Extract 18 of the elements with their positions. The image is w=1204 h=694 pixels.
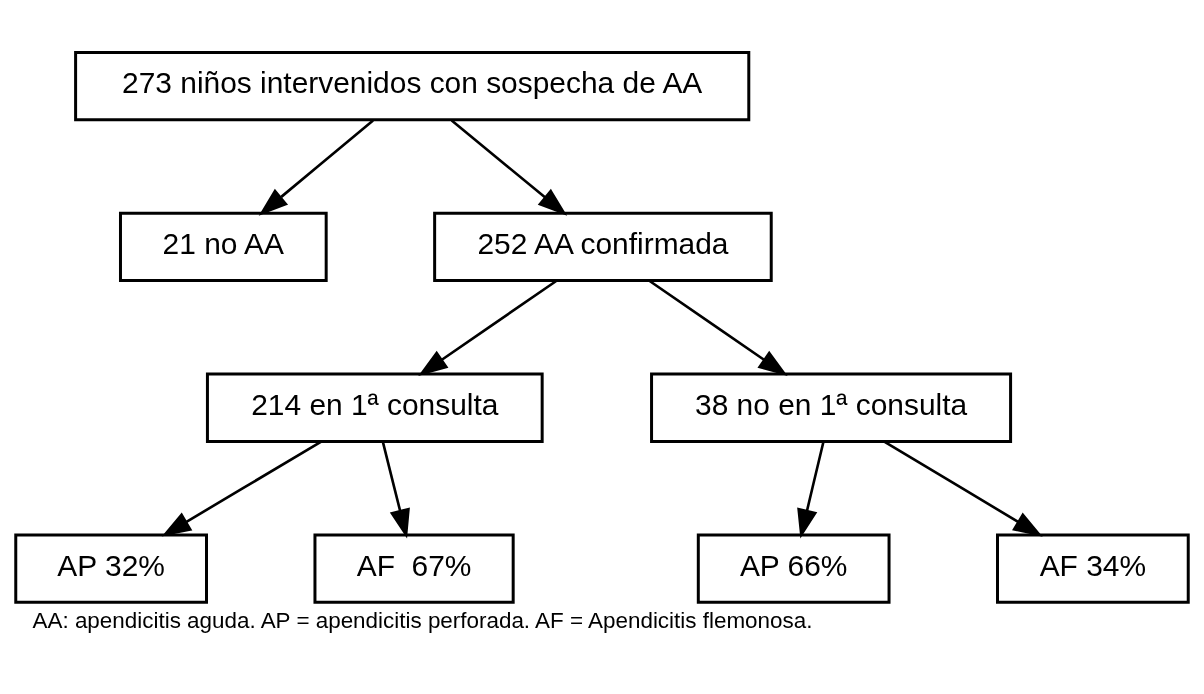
- node-box: 21 no AA: [119, 211, 328, 283]
- arrow: [648, 279, 788, 377]
- arrow: [450, 119, 568, 216]
- node-box: 38 no en 1ª consulta: [650, 372, 1013, 443]
- arrow: [381, 441, 410, 539]
- node-box: 252 AA confirmada: [433, 211, 773, 283]
- node-box: AF 67%: [313, 533, 515, 604]
- node-box: 214 en 1ª consulta: [205, 372, 544, 443]
- caption: AA: apendicitis aguda. AP = apendicitis perforada. AF = Apendicitis flemonosa.: [32, 607, 813, 633]
- arrow: [884, 440, 1043, 537]
- node-box: AP 66%: [696, 533, 891, 604]
- arrow: [418, 279, 557, 377]
- node-box: AF 34%: [996, 533, 1190, 604]
- arrow: [797, 441, 825, 539]
- node-box: AP 32%: [14, 533, 208, 604]
- arrow: [258, 119, 374, 216]
- arrow: [161, 440, 322, 537]
- node-box: 273 niños intervenidos con sospecha de AA: [74, 51, 751, 122]
